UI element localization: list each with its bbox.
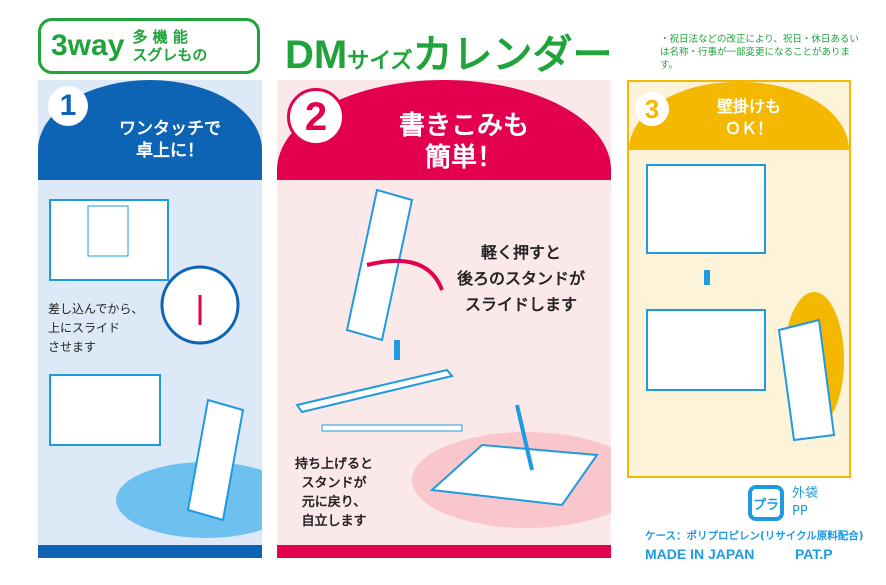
panel-2-heading: 書きこみも簡単！ — [398, 111, 529, 173]
panel-1-desk: 1 ワンタッチで卓上に！ 差し込んでから、上にスライドさせます — [38, 80, 262, 558]
panel-1-bar — [38, 545, 262, 558]
step-number-1: 1 — [48, 86, 88, 126]
step-number-2: 2 — [287, 88, 345, 146]
pla-recycle-icon: プラ — [748, 485, 784, 521]
panel-3-illustration — [646, 164, 844, 442]
panel-1-heading: ワンタッチで卓上に！ — [119, 119, 221, 161]
made-in-japan: MADE IN JAPAN — [645, 546, 755, 562]
panel-2-caption-lift: 持ち上げるとスタンドが元に戻り、自立します — [295, 457, 374, 529]
case-material: ケース：ポリプロピレン(リサイクル原料配合) — [645, 530, 864, 542]
panel-1-caption: 差し込んでから、上にスライドさせます — [48, 302, 144, 354]
panel-2-caption-push: 軽く押すと後ろのスタンドがスライドします — [457, 243, 586, 314]
step-number-3: 3 — [635, 92, 669, 126]
panel-2-bar — [277, 545, 611, 558]
panel-2-illustration — [295, 188, 611, 528]
page-title: DMサイズカレンダー — [285, 33, 613, 77]
panel-1-illustration — [49, 199, 262, 538]
patent-pending: PAT.P — [795, 546, 833, 562]
panel-2-write: 2 書きこみも簡単！ 軽く押すと後ろのスタンドがスライドします 持ち上げるとスタ… — [277, 80, 611, 558]
logo-tagline: 多 機 能スグレもの — [132, 28, 208, 64]
brand-logo: 3way 多 機 能スグレもの — [38, 18, 260, 74]
logo-3way: 3way — [51, 29, 125, 62]
holiday-note: ・祝日法などの改正により、祝日・休日あるいは名称・行事が一部変更になることがあり… — [660, 34, 859, 71]
